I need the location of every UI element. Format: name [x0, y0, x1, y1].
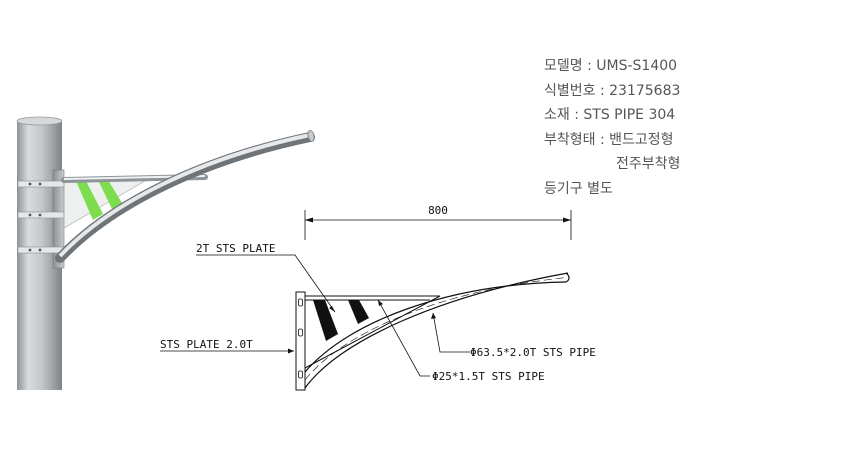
spec-serial: 식별번호 : 23175683 — [544, 82, 681, 99]
mounting-plate-drawing — [295, 291, 306, 391]
dimension-label: 800 — [428, 204, 448, 217]
spec-mount-type-2: 전주부착형 — [616, 156, 681, 172]
label-plate-top: 2T STS PLATE — [196, 242, 275, 255]
drawing-labels: 800 2T STS PLATE STS PLATE 2.0T Φ63.5*2.… — [160, 204, 596, 383]
label-brace-pipe: Φ25*1.5T STS PIPE — [432, 370, 545, 383]
label-plate-side: STS PLATE 2.0T — [160, 338, 253, 351]
dimension-line — [304, 210, 572, 240]
spec-block: 모델명 : UMS-S1400 식별번호 : 23175683 소재 : STS… — [544, 54, 680, 201]
label-main-pipe: Φ63.5*2.0T STS PIPE — [470, 346, 596, 359]
leader-lines — [160, 254, 470, 377]
spec-mount-type: 부착형태 : 밴드고정형 — [544, 131, 674, 148]
spec-model: 모델명 : UMS-S1400 — [544, 58, 678, 74]
arm-end-cap — [307, 130, 315, 142]
main-pipe-drawing — [304, 272, 569, 389]
spec-lamp-note: 등기구 별도 — [544, 180, 613, 197]
spec-material: 소재 : STS PIPE 304 — [544, 107, 676, 123]
pole-arm-render — [16, 116, 315, 390]
technical-drawing — [160, 210, 572, 391]
pole-top — [16, 116, 63, 126]
brace-frame-drawing — [304, 295, 441, 369]
brace-diagonals-drawing — [313, 300, 369, 341]
brace-diagonals-render — [76, 180, 122, 220]
